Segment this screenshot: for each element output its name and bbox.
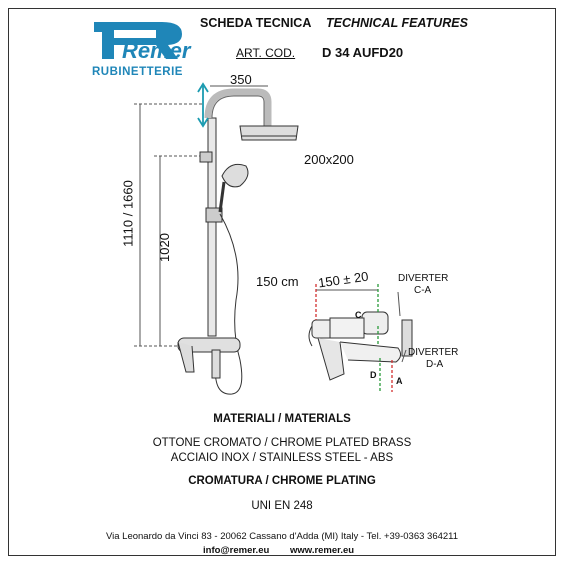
materials-line1: OTTONE CROMATO / CHROME PLATED BRASS xyxy=(152,437,412,449)
dim-arm: 350 xyxy=(230,72,252,87)
dim-hose: 150 cm xyxy=(256,274,299,289)
materials-line2: ACCIAIO INOX / STAINLESS STEEL - ABS xyxy=(170,452,394,464)
diverter-da-line1: DIVERTER xyxy=(408,347,459,358)
brand-subtitle: RUBINETTERIE xyxy=(92,66,183,78)
art-code: D 34 AUFD20 xyxy=(322,45,404,60)
page-frame xyxy=(8,8,556,556)
materials-heading: MATERIALI / MATERIALS xyxy=(213,413,351,425)
diverter-ca-line1: DIVERTER xyxy=(398,273,449,284)
art-label: ART. COD. xyxy=(236,46,296,60)
label-a: A xyxy=(396,376,403,386)
footer-address: Via Leonardo da Vinci 83 - 20062 Cassano… xyxy=(105,531,459,542)
footer-email[interactable]: info@remer.eu xyxy=(203,545,270,556)
remer-logo-mark xyxy=(94,22,182,59)
diverter-da-line2: D-A xyxy=(426,359,444,370)
footer-web[interactable]: www.remer.eu xyxy=(290,545,355,556)
label-d: D xyxy=(370,370,377,380)
title-en: TECHNICAL FEATURES xyxy=(326,16,468,30)
title-it: SCHEDA TECNICA xyxy=(200,16,312,30)
plating: CROMATURA / CHROME PLATING xyxy=(188,475,376,487)
diverter-ca-line2: C-A xyxy=(414,285,432,296)
brand-name: Remer xyxy=(122,38,191,63)
standard: UNI EN 248 xyxy=(251,500,313,512)
remer-logo: Remer RUBINETTERIE xyxy=(92,14,192,84)
dim-bar-height: 1020 xyxy=(156,233,172,262)
dim-head: 200x200 xyxy=(304,152,354,167)
dim-height: 1110 / 1660 xyxy=(120,180,136,247)
label-c: C xyxy=(355,310,362,320)
